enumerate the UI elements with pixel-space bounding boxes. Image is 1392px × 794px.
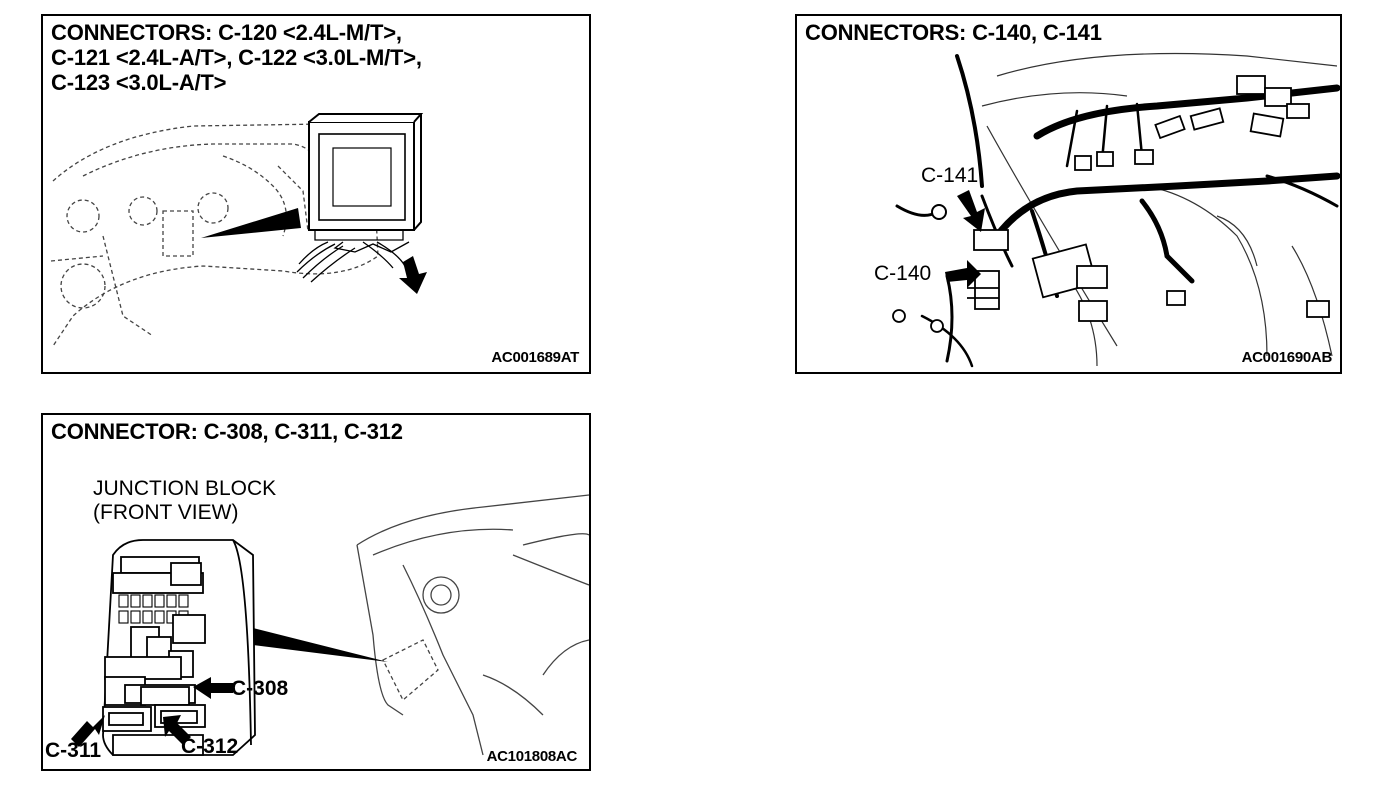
label-c141: C-141 [921,164,979,187]
label-c140: C-140 [874,262,932,285]
label-c312: C-312 [181,735,239,758]
junction-illustration [71,494,589,756]
panel-ecu-connectors: CONNECTORS: C-120 <2.4L-M/T>, C-121 <2.4… [41,14,591,374]
junction-panel-title: CONNECTOR: C-308, C-311, C-312 [51,419,403,444]
junction-figure-code: AC101808AC [486,748,578,765]
label-c308: C-308 [231,677,289,700]
c311-arrow [71,715,105,747]
c308-socket [140,686,190,706]
pointer-wedge [201,208,301,238]
junction-block-caption: JUNCTION BLOCK (FRONT VIEW) [93,477,277,524]
ecu-illustration [50,113,427,347]
panel-junction-block: CONNECTOR: C-308, C-311, C-312 JUNCTION … [41,413,591,771]
ecu-panel-title: CONNECTORS: C-120 <2.4L-M/T>, C-121 <2.4… [51,20,422,95]
c140-connector [974,270,1000,310]
harness-panel-title: CONNECTORS: C-140, C-141 [805,20,1102,45]
harness-figure-code: AC001690AB [1241,349,1333,366]
c312-arrow [163,715,191,745]
c141-arrow [957,190,985,232]
ecu-figure-code: AC001689AT [491,349,579,366]
harness-illustration [892,52,1340,368]
pointer-wedge [253,628,388,662]
connector-arrow [399,256,427,294]
c308-arrow [193,677,233,699]
panel-harness-connectors: CONNECTORS: C-140, C-141 C-141 C-140 AC0… [795,14,1342,374]
c140-arrow [945,260,981,288]
c141-connector [973,229,1009,251]
label-c311: C-311 [45,739,102,762]
